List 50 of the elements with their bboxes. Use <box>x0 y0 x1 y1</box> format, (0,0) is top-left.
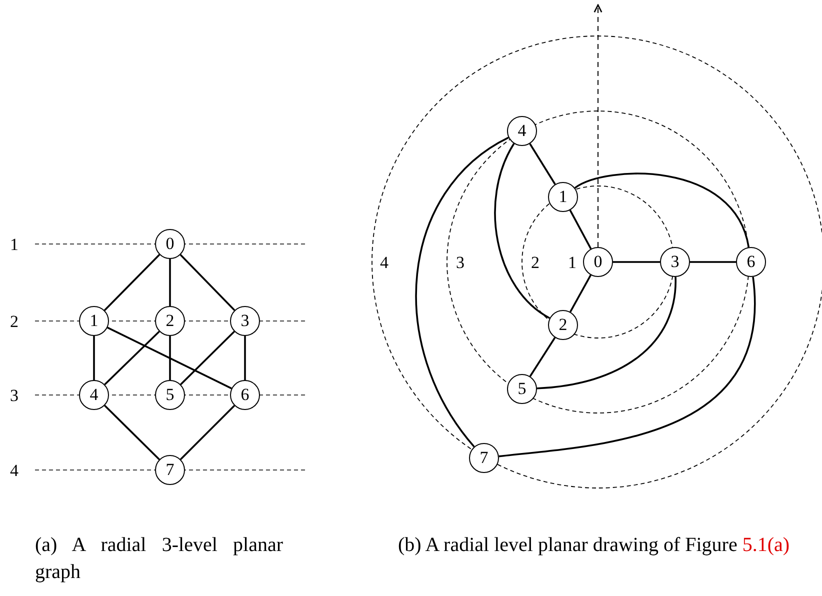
edge-line <box>169 259 171 306</box>
edge-line <box>574 172 750 248</box>
edge-line <box>415 136 509 448</box>
level-number: 2 <box>531 254 540 272</box>
level-number: 4 <box>380 254 388 272</box>
edge-line <box>180 404 236 460</box>
level-number: 3 <box>456 254 464 272</box>
level-number: 2 <box>10 313 18 331</box>
figure-caption: (a) A radial 3-level planar graph <box>35 533 283 585</box>
node-circle: 2 <box>548 310 578 340</box>
node-circle: 1 <box>79 306 109 336</box>
node-circle: 7 <box>155 455 185 485</box>
node-circle: 4 <box>79 380 109 410</box>
edge-line <box>104 254 160 311</box>
edge-line <box>93 336 95 380</box>
edge-line <box>570 274 592 312</box>
edge-line <box>529 143 556 185</box>
edge-line <box>613 261 660 263</box>
node-circle: 3 <box>660 247 690 277</box>
figure-caption: (b) A radial level planar drawing of Figure 5.1(a) <box>398 533 791 558</box>
arrow <box>594 4 602 248</box>
node-circle: 0 <box>155 229 185 259</box>
edge-line <box>529 337 556 377</box>
node-circle: 5 <box>155 380 185 410</box>
level-number: 1 <box>10 236 18 254</box>
edge-line <box>180 330 235 386</box>
node-circle: 6 <box>230 380 260 410</box>
edge-line <box>104 330 160 386</box>
node-circle: 1 <box>548 182 578 212</box>
level-number: 3 <box>10 387 18 405</box>
edge-line <box>494 143 550 319</box>
node-circle: 5 <box>507 374 537 404</box>
edge-line <box>107 326 232 390</box>
node-circle: 2 <box>155 306 185 336</box>
edge-line <box>536 276 676 390</box>
level-number: 1 <box>568 254 576 272</box>
edge-line <box>569 210 592 250</box>
edge-line <box>169 336 171 380</box>
level-number: 4 <box>10 462 18 480</box>
edge-line <box>180 254 236 311</box>
edge-line <box>244 336 246 380</box>
node-circle: 6 <box>736 247 766 277</box>
node-circle: 0 <box>583 247 613 277</box>
edge-line <box>690 261 736 263</box>
node-circle: 3 <box>230 306 260 336</box>
node-circle: 7 <box>469 443 499 473</box>
edge-line <box>498 276 756 458</box>
figure-link: 5.1(a) <box>742 534 790 556</box>
edge-line <box>104 404 160 460</box>
node-circle: 4 <box>507 116 537 146</box>
